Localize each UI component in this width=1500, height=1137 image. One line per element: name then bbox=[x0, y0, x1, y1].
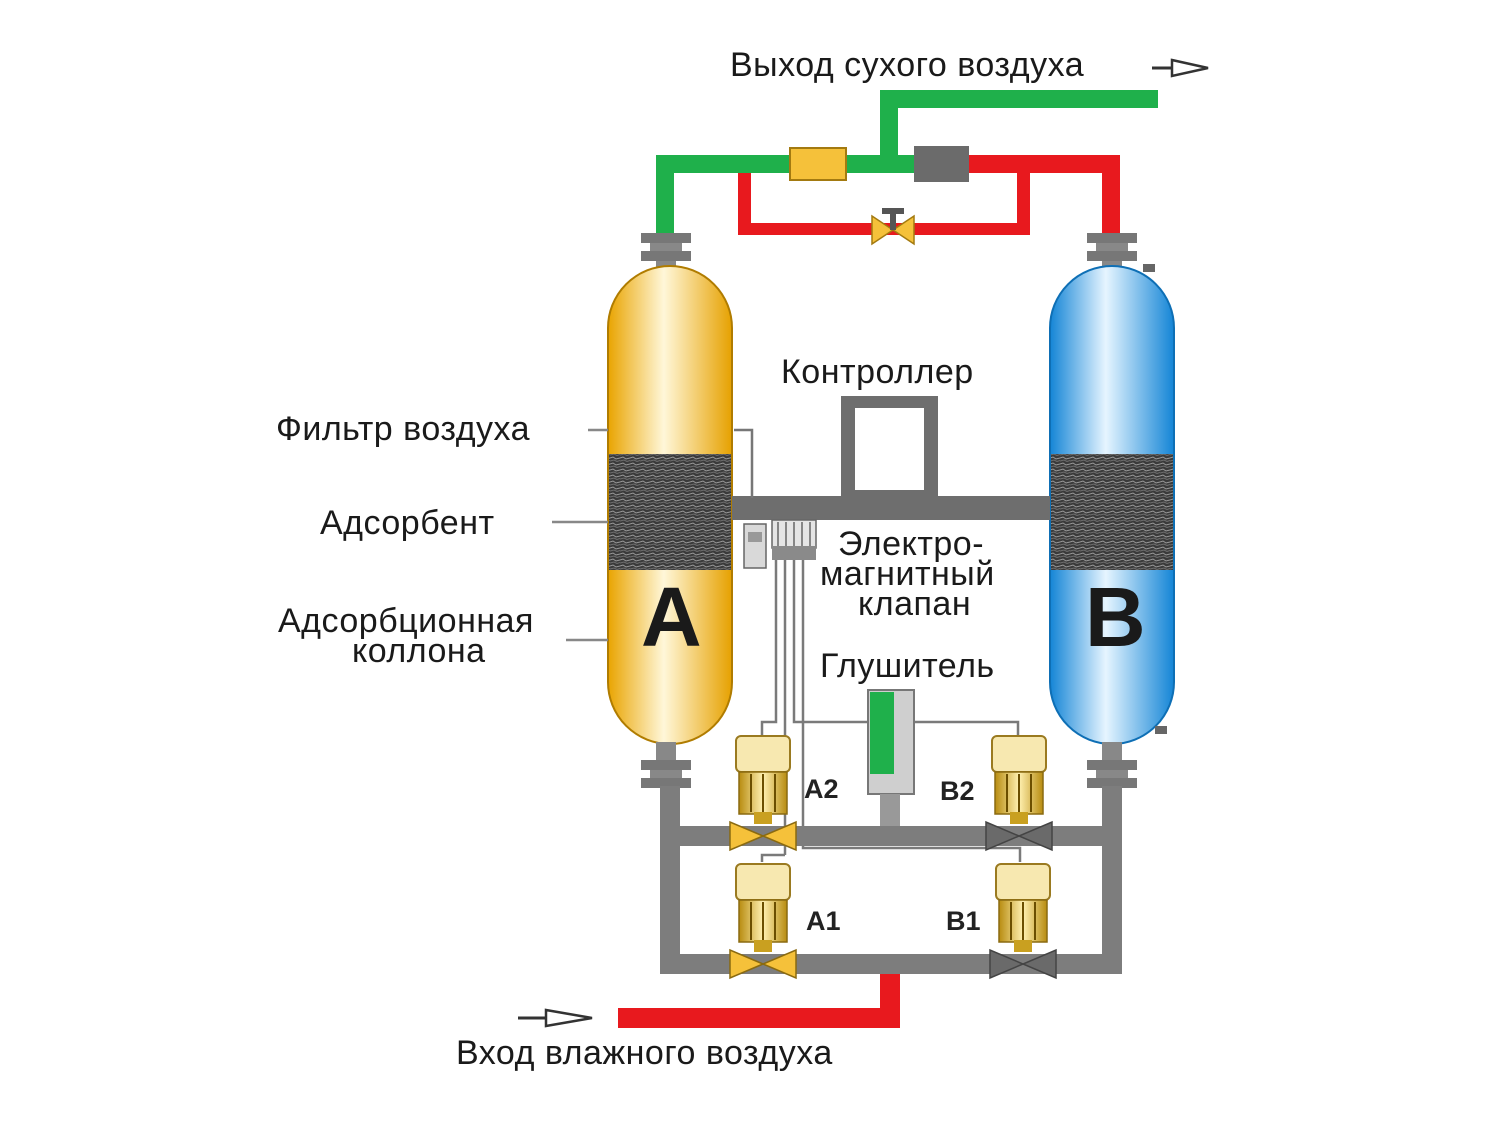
valve-a2-label: A2 bbox=[804, 774, 839, 804]
flange-bottom-left bbox=[641, 742, 691, 788]
air-filter-label: Фильтр воздуха bbox=[276, 410, 530, 448]
dry-air-piping bbox=[656, 90, 1158, 235]
valve-b2-label: B2 bbox=[940, 776, 975, 806]
valve-b2 bbox=[985, 735, 1053, 852]
valve-b1-label: B1 bbox=[946, 906, 981, 936]
bypass-valve-icon bbox=[871, 208, 915, 246]
flange-bottom-right bbox=[1087, 742, 1137, 788]
dry-air-outlet-label: Выход сухого воздуха bbox=[730, 46, 1084, 84]
controller-label: Контроллер bbox=[781, 353, 974, 391]
adsorbent-bed-b bbox=[1051, 454, 1173, 570]
solenoid-valve-label-line1: Электро- bbox=[838, 525, 984, 563]
adsorption-column-label-line2: коллона bbox=[352, 632, 486, 670]
silencer-label: Глушитель bbox=[820, 647, 995, 685]
wet-air-inlet-label: Вход влажного воздуха bbox=[456, 1034, 833, 1072]
column-b-letter: B bbox=[1085, 570, 1146, 664]
adsorbent-label: Адсорбент bbox=[320, 504, 495, 542]
adsorbent-bed-a bbox=[609, 454, 731, 570]
column-a bbox=[607, 265, 733, 745]
column-a-letter: A bbox=[641, 570, 702, 664]
valve-a1-label: A1 bbox=[806, 906, 841, 936]
inline-filter bbox=[789, 147, 847, 181]
solenoid-valve-label-line2: магнитный bbox=[820, 555, 995, 593]
adsorption-column-label-line1: Адсорбционная bbox=[278, 602, 534, 640]
column-b bbox=[1049, 264, 1175, 745]
check-valve bbox=[914, 146, 969, 182]
outlet-arrow-icon bbox=[1152, 58, 1209, 78]
valve-b1 bbox=[989, 863, 1057, 980]
solenoid-valve-block bbox=[743, 519, 817, 569]
inlet-arrow-icon bbox=[518, 1008, 593, 1028]
wet-air-inlet-pipe bbox=[618, 974, 900, 1028]
leader-lines bbox=[552, 428, 608, 642]
valve-a1 bbox=[729, 863, 797, 980]
valve-a2 bbox=[729, 735, 797, 852]
solenoid-valve-label-line3: клапан bbox=[858, 585, 971, 623]
control-tubing bbox=[760, 560, 1022, 862]
controller-box bbox=[732, 396, 1050, 520]
silencer bbox=[867, 689, 915, 830]
